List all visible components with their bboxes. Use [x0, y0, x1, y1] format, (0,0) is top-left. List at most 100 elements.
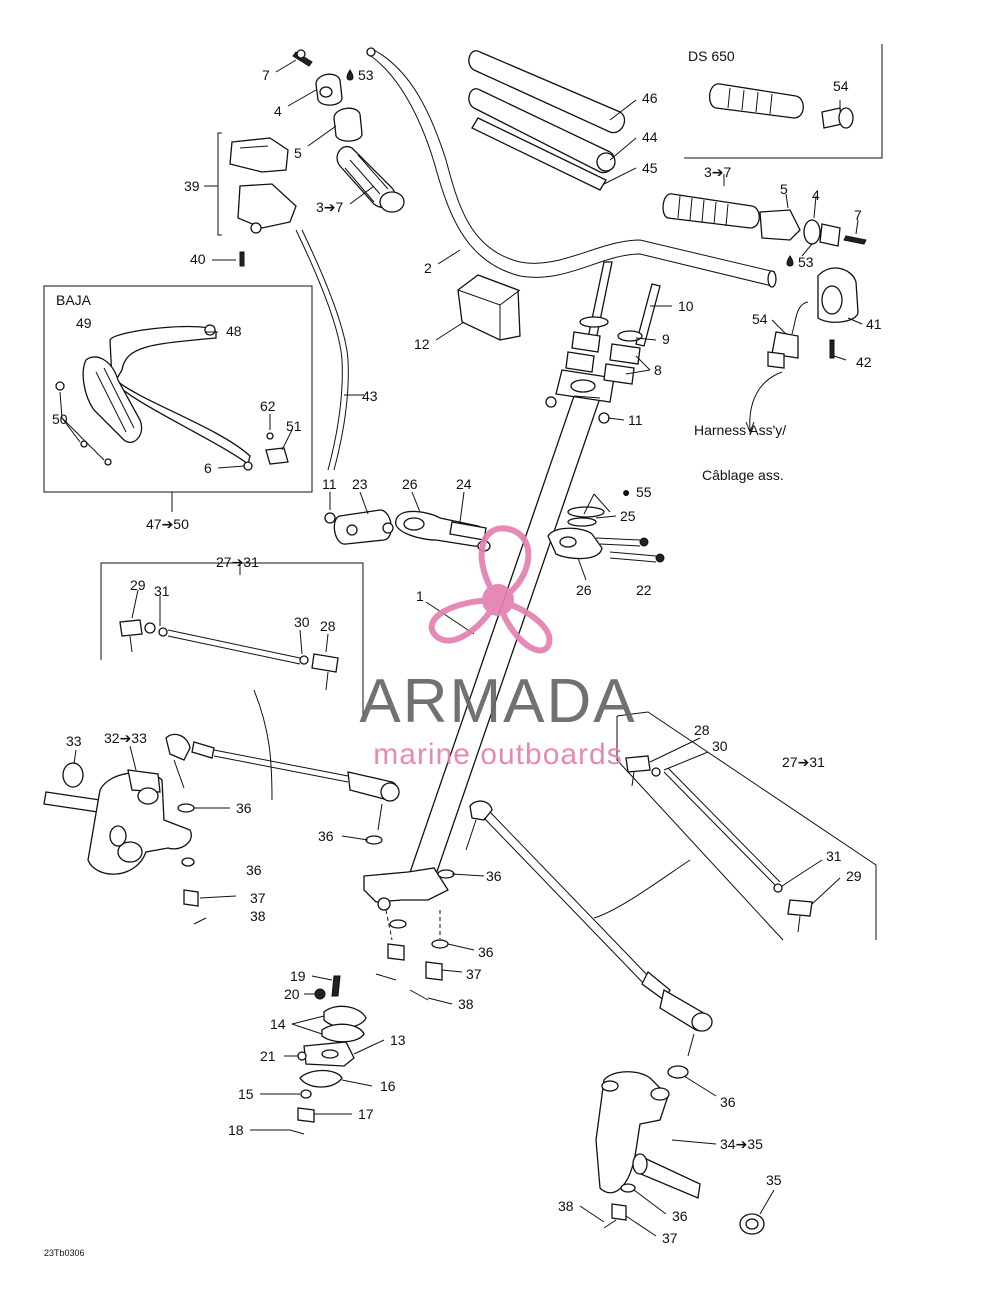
switch-assembly	[745, 267, 859, 434]
callout-22: 22	[636, 582, 652, 598]
callout-54: 54	[752, 311, 768, 327]
callout-3-7: 3➔7	[316, 199, 344, 215]
callout-54: 54	[833, 78, 849, 94]
callout-51: 51	[286, 418, 302, 434]
steering-bracket	[363, 867, 455, 1001]
callout-21: 21	[260, 1048, 276, 1064]
callout-34-35: 34➔35	[720, 1136, 763, 1152]
callout-53: 53	[358, 67, 374, 83]
callout-5: 5	[294, 145, 302, 161]
ds650-grip	[709, 83, 854, 129]
harness-label-line1: Harness Ass'y/	[694, 422, 786, 438]
callout-35: 35	[766, 1172, 782, 1188]
callout-62: 62	[260, 398, 276, 414]
callout-36: 36	[236, 800, 252, 816]
sealant-drop-icons	[346, 69, 794, 267]
callout-26: 26	[576, 582, 592, 598]
callout-53: 53	[798, 254, 814, 270]
callout-27-31: 27➔31	[216, 554, 259, 570]
callout-38: 38	[558, 1198, 574, 1214]
callout-2: 2	[424, 260, 432, 276]
callout-11: 11	[322, 476, 337, 492]
callout-49: 49	[76, 315, 92, 331]
left-grip-group	[292, 49, 405, 213]
steering-column	[405, 369, 615, 887]
callout-39: 39	[184, 178, 200, 194]
callout-10: 10	[678, 298, 694, 314]
watermark: ARMADA marine outboards	[359, 525, 636, 771]
callout-13: 13	[390, 1032, 406, 1048]
callout-5: 5	[780, 181, 788, 197]
callout-26: 26	[402, 476, 418, 492]
propeller-logo	[428, 525, 553, 654]
callout-50: 50	[52, 411, 68, 427]
callout-42: 42	[856, 354, 872, 370]
throttle-cable	[295, 229, 364, 471]
callout-38: 38	[250, 908, 266, 924]
handlebar-clamps	[545, 261, 661, 424]
callout-8: 8	[654, 362, 662, 378]
left-knuckle	[43, 762, 207, 925]
tie-rod-assembly-b	[625, 755, 813, 933]
baja-title: BAJA	[56, 292, 92, 308]
callout-7: 7	[262, 67, 270, 83]
callout-25: 25	[620, 508, 636, 524]
callout-31: 31	[826, 848, 842, 864]
callout-29: 29	[846, 868, 862, 884]
callout-28: 28	[320, 618, 336, 634]
callout-36: 36	[246, 862, 262, 878]
callout-55: 55	[636, 484, 652, 500]
callout-36: 36	[486, 868, 502, 884]
callout-labels: 7 53 4 5 39 3➔7 40 2 12 46 44 45 10 9 8 …	[44, 48, 882, 1258]
callout-16: 16	[380, 1078, 396, 1094]
callout-6: 6	[204, 460, 212, 476]
callout-38: 38	[458, 996, 474, 1012]
handlebar	[366, 47, 777, 288]
callout-4: 4	[274, 103, 282, 119]
ds650-frame	[684, 44, 883, 159]
callout-24: 24	[456, 476, 472, 492]
callout-40: 40	[190, 251, 206, 267]
callout-36: 36	[318, 828, 334, 844]
watermark-brand: ARMADA	[359, 667, 636, 736]
tie-rod-frame-left	[100, 562, 364, 716]
callout-46: 46	[642, 90, 658, 106]
callout-36: 36	[478, 944, 494, 960]
callout-31: 31	[154, 583, 170, 599]
callout-30: 30	[712, 738, 728, 754]
callout-45: 45	[642, 160, 658, 176]
ds650-title: DS 650	[688, 48, 735, 64]
baja-hand-guard	[55, 324, 289, 471]
callout-37: 37	[250, 890, 266, 906]
right-knuckle	[595, 1065, 765, 1235]
callout-29: 29	[130, 577, 146, 593]
callout-11: 11	[628, 412, 643, 428]
callout-27-31: 27➔31	[782, 754, 825, 770]
callout-36: 36	[720, 1094, 736, 1110]
lower-bearing-group	[289, 975, 367, 1135]
callout-47-50: 47➔50	[146, 516, 189, 532]
handlebar-clamp-cover	[457, 274, 521, 341]
callout-37: 37	[466, 966, 482, 982]
watermark-tagline: marine outboards	[373, 738, 622, 771]
callout-15: 15	[238, 1086, 254, 1102]
right-grip-group	[662, 193, 867, 247]
callout-36: 36	[672, 1208, 688, 1224]
callout-19: 19	[290, 968, 306, 984]
callout-18: 18	[228, 1122, 244, 1138]
handlebar-pads	[468, 50, 626, 191]
right-tie-rod	[465, 800, 713, 1057]
callout-12: 12	[414, 336, 430, 352]
steering-arm-assembly	[324, 506, 665, 563]
callout-33: 33	[66, 733, 82, 749]
left-tie-rod	[165, 733, 400, 845]
throttle-housing	[229, 137, 297, 267]
baja-frame	[43, 285, 313, 512]
callout-37: 37	[662, 1230, 678, 1246]
callout-4: 4	[812, 187, 820, 203]
callout-20: 20	[284, 986, 300, 1002]
callout-23: 23	[352, 476, 368, 492]
callout-30: 30	[294, 614, 310, 630]
harness-label-line2: Câblage ass.	[702, 467, 784, 483]
